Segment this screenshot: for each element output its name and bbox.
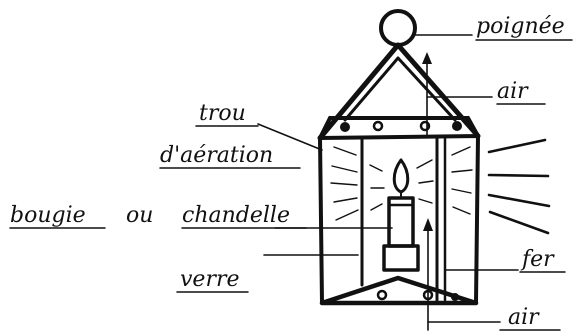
flame-icon — [394, 160, 408, 192]
vent-hole — [340, 122, 350, 132]
vent-hole — [452, 121, 462, 131]
label-iron: fer — [520, 247, 555, 272]
label-glass: verre — [180, 267, 240, 292]
label-candle-word3: chandelle — [182, 203, 290, 228]
base-hole — [451, 293, 459, 301]
arrow-up-icon — [423, 218, 433, 231]
labels: poignée air trou d'aération bougie ou ch… — [10, 14, 572, 330]
label-air-top: air — [497, 79, 529, 104]
label-vent-hole-line1: trou — [199, 101, 246, 126]
arrow-up-icon — [422, 52, 432, 64]
left-wall — [320, 138, 322, 303]
base-hole — [378, 291, 386, 299]
label-air-bottom: air — [508, 305, 540, 330]
label-vent-hole-line2: d'aération — [160, 143, 273, 168]
light-rays-left — [331, 147, 384, 220]
light-rays-outside — [489, 140, 549, 233]
label-candle-word1: bougie — [10, 203, 86, 228]
label-candle-word2: ou — [126, 203, 153, 228]
air-flow-bottom — [423, 218, 433, 330]
vent-hole — [374, 122, 382, 130]
label-handle: poignée — [476, 14, 565, 39]
handle-ring — [381, 11, 415, 45]
right-wall — [476, 136, 478, 303]
candle-holder — [384, 246, 418, 270]
lantern — [320, 11, 549, 330]
